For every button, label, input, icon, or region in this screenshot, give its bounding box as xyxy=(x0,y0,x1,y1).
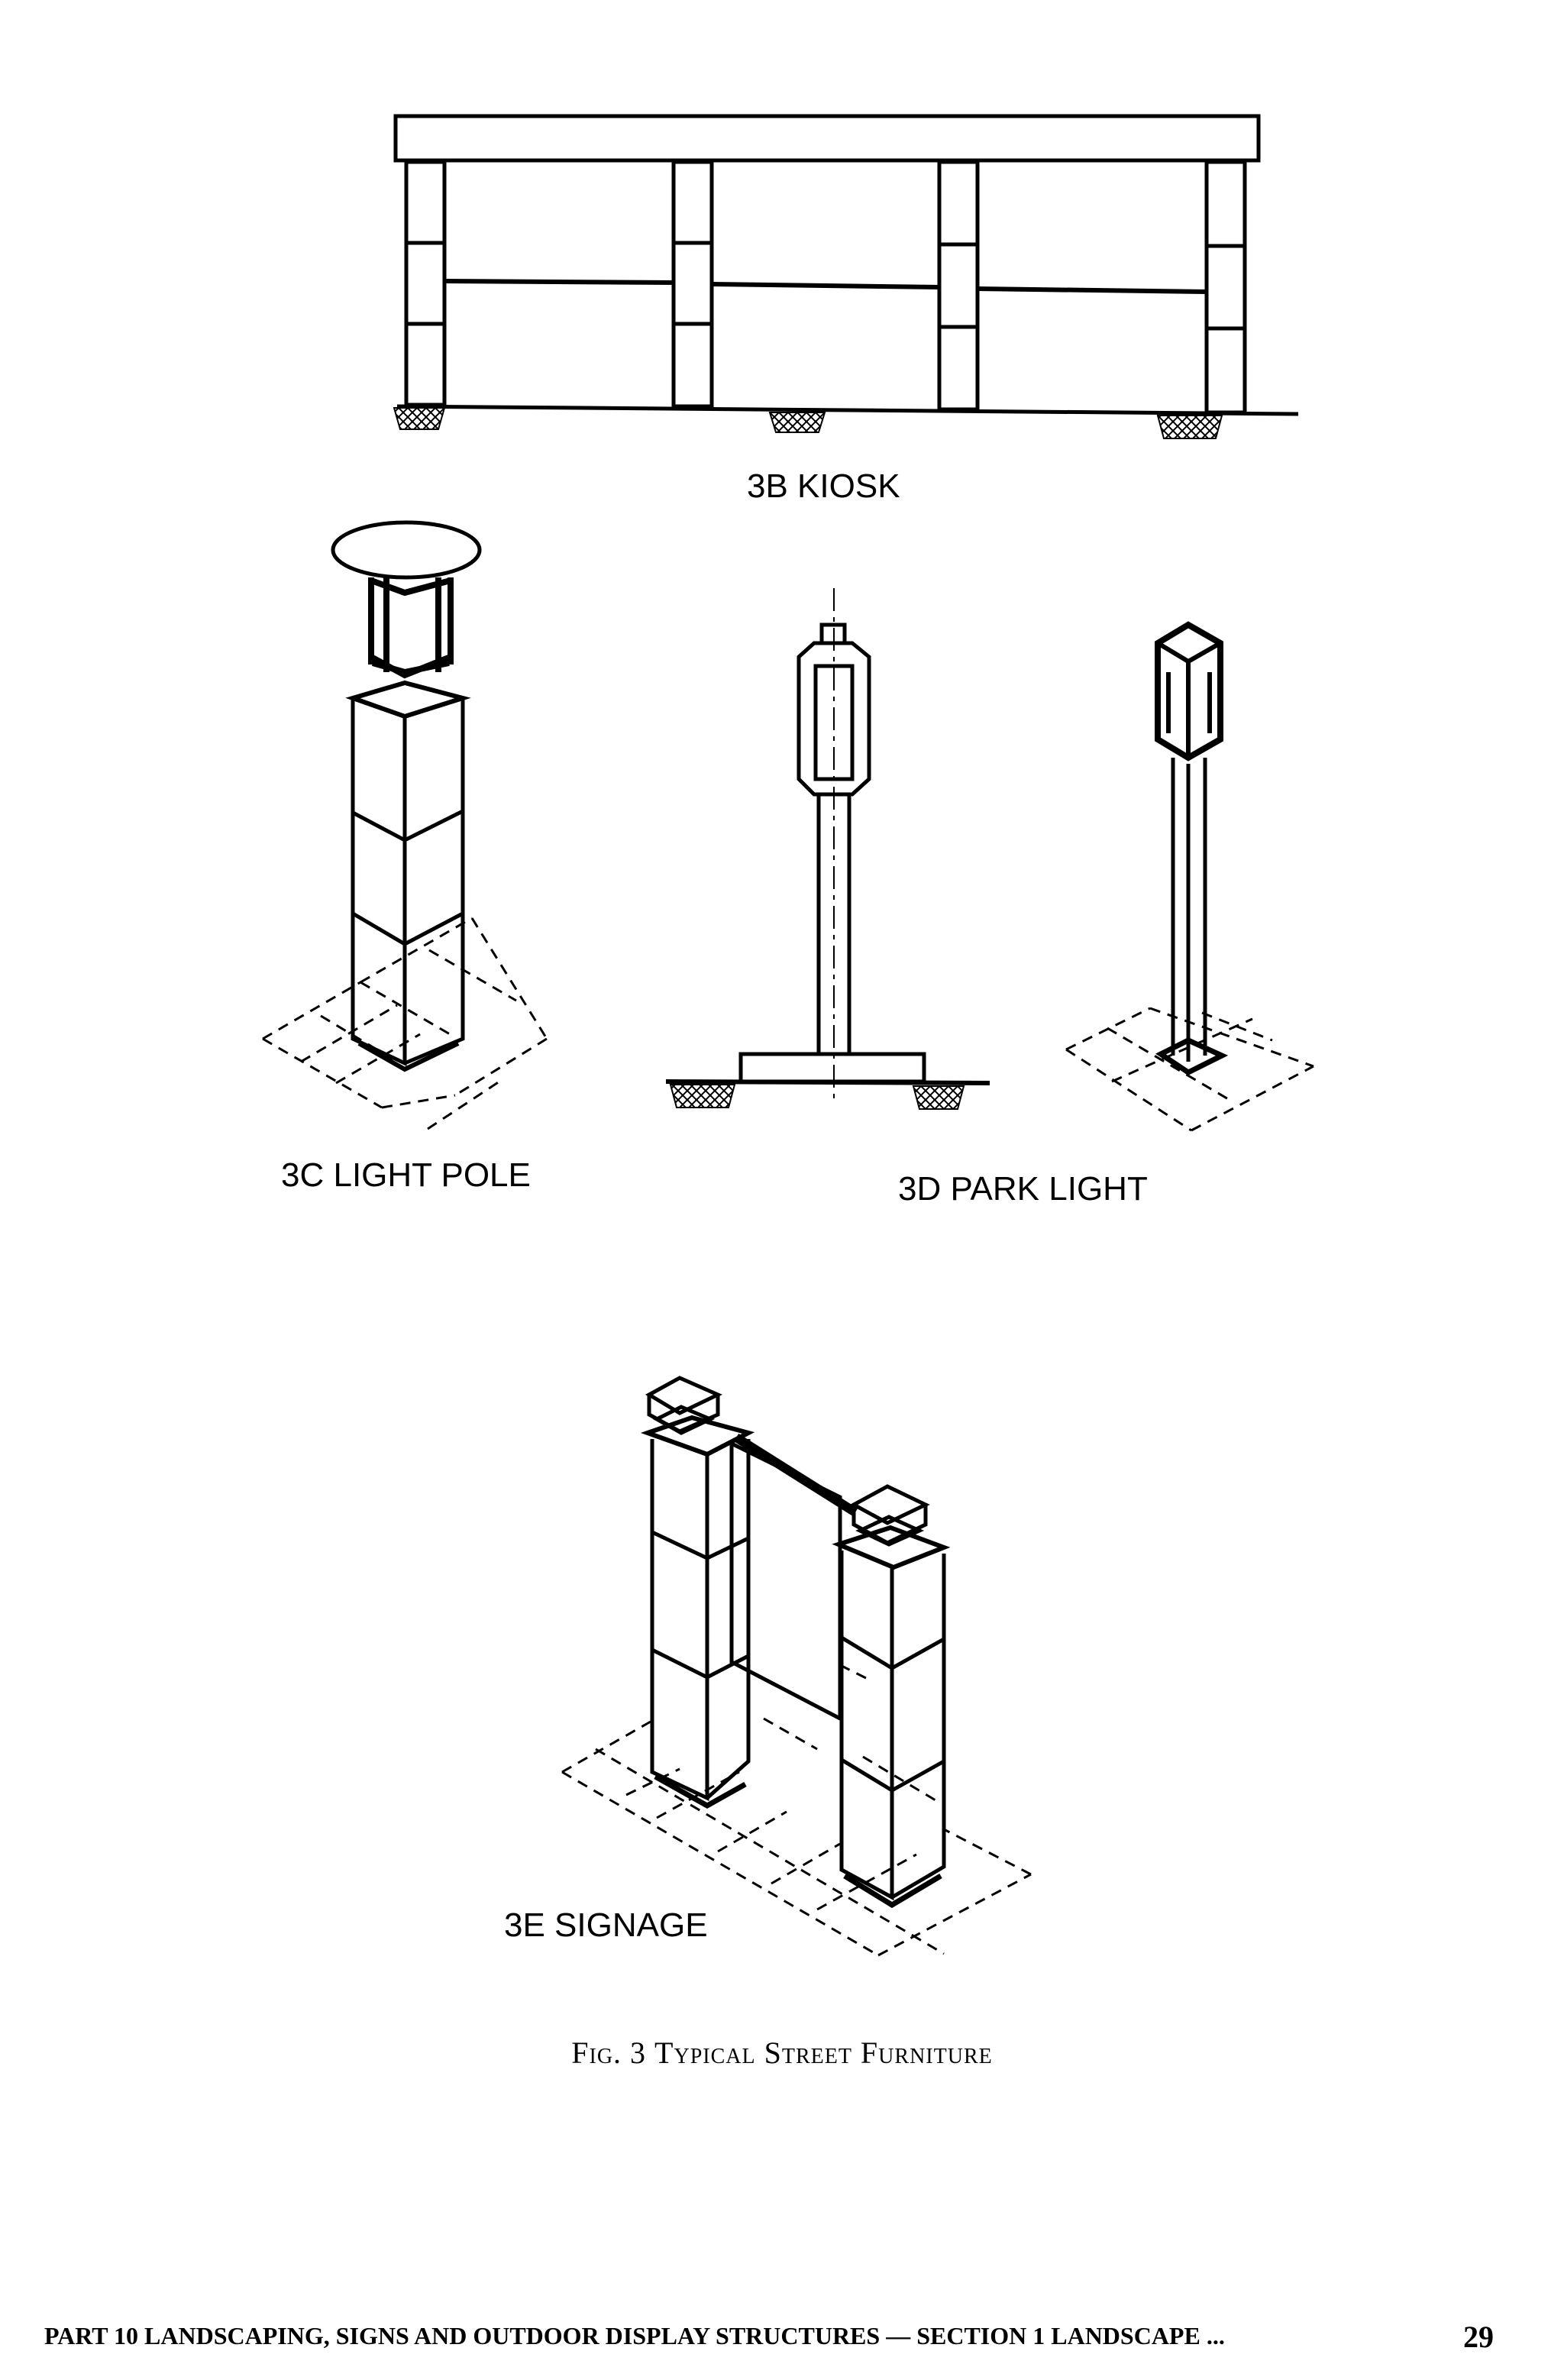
signage-label: 3E SIGNAGE xyxy=(504,1906,708,1944)
light-pole-cap-disc xyxy=(331,520,482,580)
signage-left-column xyxy=(640,1376,755,1809)
kiosk-roof xyxy=(393,114,1261,163)
running-footer: PART 10 LANDSCAPING, SIGNS AND OUTDOOR D… xyxy=(44,2322,1225,2349)
light-pole-label: 3C LIGHT POLE xyxy=(281,1156,531,1194)
signage-drawing xyxy=(561,1376,1032,1957)
signage-right-column xyxy=(832,1484,951,1909)
kiosk-rail xyxy=(444,279,674,285)
kiosk-post-3 xyxy=(937,160,980,412)
kiosk-label: 3B KIOSK xyxy=(747,467,900,505)
park-light-lantern xyxy=(797,641,871,797)
park-light-paving-grid xyxy=(1065,1007,1314,1132)
page-number: 29 xyxy=(1463,2320,1494,2354)
kiosk-rail xyxy=(711,282,940,289)
park-light-ground xyxy=(665,1079,990,1085)
kiosk-footings xyxy=(393,407,1223,439)
light-pole-drawing xyxy=(262,520,548,1130)
light-pole-paving-grid xyxy=(262,917,548,1130)
park-light-elevation xyxy=(665,588,990,1100)
kiosk-post-4 xyxy=(1204,160,1247,415)
figure-caption-title: Typical Street Furniture xyxy=(654,2036,993,2070)
park-light-lantern-glass xyxy=(813,664,855,781)
kiosk-post-2 xyxy=(671,160,714,409)
park-light-iso-lantern xyxy=(1155,621,1223,762)
kiosk-post-1 xyxy=(404,160,447,407)
park-light-isometric xyxy=(1065,621,1314,1132)
light-pole-lantern xyxy=(368,577,454,679)
park-light-footings xyxy=(669,1084,965,1110)
park-light-label: 3D PARK LIGHT xyxy=(898,1170,1148,1208)
kiosk-elevation xyxy=(393,114,1299,416)
kiosk-ground-line xyxy=(396,404,1299,416)
park-light-iso-pole xyxy=(1171,758,1207,1062)
figure-caption-prefix: Fig. 3 xyxy=(571,2036,647,2070)
park-light-iso-base xyxy=(1155,1037,1229,1076)
park-light-base xyxy=(738,1052,926,1084)
signage-rod xyxy=(733,1433,858,1517)
figure-caption: Fig. 3 Typical Street Furniture xyxy=(0,2035,1564,2071)
kiosk-rail xyxy=(977,286,1207,294)
light-pole-column xyxy=(345,680,471,1072)
